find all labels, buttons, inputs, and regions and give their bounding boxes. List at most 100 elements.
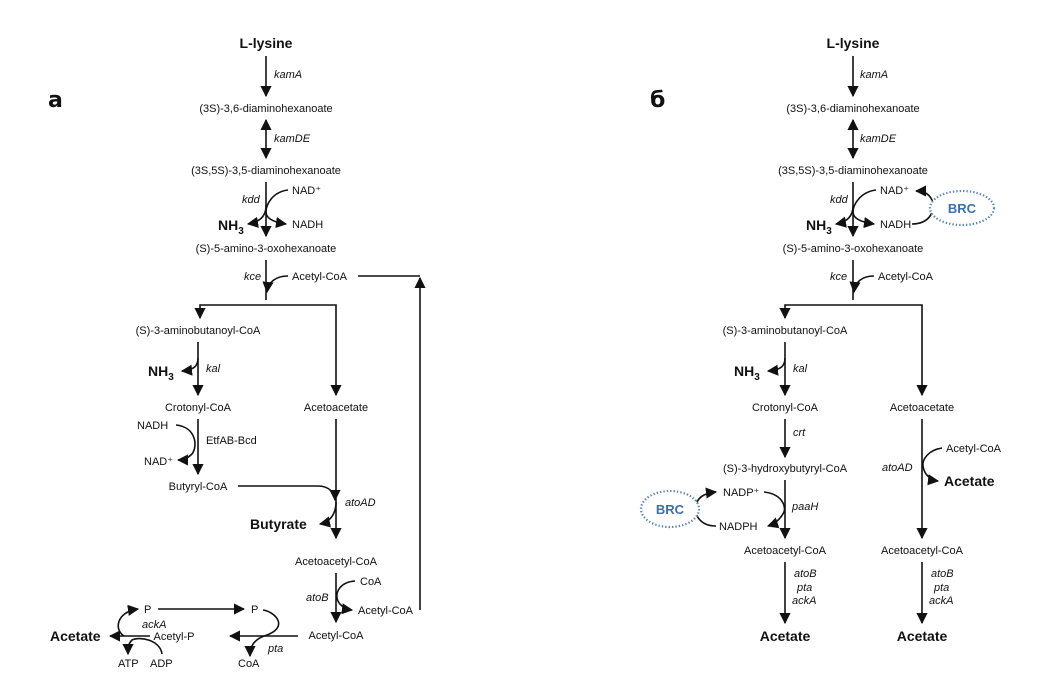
cofactor-nadh-b: NADH [880, 219, 911, 231]
enzyme-right-ackA: ackA [929, 595, 953, 607]
enzyme-kamDE: kamDE [274, 133, 311, 145]
compound-acetoacetyl: Acetoacetyl-CoA [295, 556, 378, 568]
arrow-nh3-release-b [834, 205, 854, 228]
branch-left [194, 304, 266, 320]
cofactor-nh3-2-b: NH3 [734, 363, 760, 383]
enzyme-kamA-b: kamA [860, 69, 888, 81]
brc-ellipse-bottom [639, 489, 701, 529]
compound-acetoacetate-b: Acetoacetate [890, 402, 954, 414]
cofactor-nh3: NH3 [218, 217, 244, 237]
compound-acetoacetyl-right: Acetoacetyl-CoA [881, 545, 964, 557]
cofactor-atp: ATP [118, 658, 139, 670]
compound-acetate: Acetate [50, 628, 101, 644]
compound-amino-oxo-b: (S)-5-amino-3-oxohexanoate [783, 243, 924, 255]
arrow-nh3-kal-b [766, 357, 786, 376]
cofactor-nh3-b: NH3 [806, 217, 832, 237]
panel-a-label: а [48, 88, 63, 113]
cofactor-coa-pta: CoA [238, 658, 260, 670]
cofactor-acetyl-coa-kce: Acetyl-CoA [292, 271, 348, 283]
enzyme-kal: kal [206, 363, 221, 375]
compound-crotonyl: Crotonyl-CoA [165, 402, 232, 414]
enzyme-ackA: ackA [142, 619, 166, 631]
arrow-nad-to-nadh-b [852, 189, 877, 229]
cofactor-nh3-2: NH3 [148, 363, 174, 383]
panel-b-label: б [650, 88, 665, 113]
enzyme-right-atoB: atoB [931, 568, 954, 580]
cofactor-acetyl-coa-atoad: Acetyl-CoA [946, 443, 1002, 455]
cofactor-acetyl-coa-kce-b: Acetyl-CoA [878, 271, 934, 283]
panel-a: а L-lysine kamA (3S)-3,6-diaminohexanoat… [48, 35, 426, 670]
cofactor-nadh-2: NADH [137, 420, 168, 432]
brc-label-bottom: BRC [656, 502, 685, 517]
arrow-nadp-to-nadph [763, 491, 786, 529]
branch-left-b [779, 304, 853, 320]
compound-hydroxybutyryl: (S)-3-hydroxybutyryl-CoA [723, 463, 848, 475]
arrow-acetyl-coa-in [262, 275, 289, 294]
enzyme-kdd: kdd [242, 194, 261, 206]
compound-l-lysine: L-lysine [240, 35, 293, 51]
compound-acetate-left: Acetate [760, 628, 811, 644]
compound-aminobutanoyl: (S)-3-aminobutanoyl-CoA [136, 325, 261, 337]
compound-crotonyl-b: Crotonyl-CoA [752, 402, 819, 414]
enzyme-paaH: paaH [791, 501, 818, 513]
enzyme-kamA: kamA [274, 69, 302, 81]
cofactor-nad-plus-b: NAD⁺ [880, 185, 909, 197]
enzyme-kce: kce [244, 271, 261, 283]
cofactor-nadp-plus: NADP⁺ [723, 487, 760, 499]
enzyme-etf: EtfAB-Bcd [206, 435, 257, 447]
compound-acetoacetyl-left: Acetoacetyl-CoA [744, 545, 827, 557]
cofactor-p1: P [144, 604, 151, 616]
enzyme-kce-b: kce [830, 271, 847, 283]
arrow-adp-to-atp [122, 637, 163, 656]
compound-amino-oxo: (S)-5-amino-3-oxohexanoate [196, 243, 337, 255]
branch-right [266, 304, 342, 397]
cofactor-p2: P [251, 604, 258, 616]
arrow-nh3-kal [180, 357, 199, 376]
compound-acetyl-p: Acetyl-P [154, 631, 195, 643]
arrow-nad-to-nadh [265, 189, 289, 229]
cofactor-acetyl-coa-atob: Acetyl-CoA [358, 605, 414, 617]
cofactor-nad-plus: NAD⁺ [292, 185, 321, 197]
compound-diamino35: (3S,5S)-3,5-diaminohexanoate [191, 165, 341, 177]
arrow-nh3-release [246, 205, 267, 228]
enzyme-left-atoB: atoB [794, 568, 817, 580]
arrow-p-loop [117, 604, 140, 637]
panel-b: б L-lysine kamA (3S)-3,6-diaminohexanoat… [639, 35, 1002, 644]
arrow-nadh-to-nad [175, 424, 196, 466]
cofactor-adp: ADP [150, 658, 173, 670]
enzyme-kamDE-b: kamDE [860, 133, 897, 145]
branch-right-b [853, 304, 928, 397]
brc-label-top: BRC [948, 201, 977, 216]
arrow-acetyl-coa-in-b [849, 275, 875, 294]
compound-acetate-mid: Acetate [944, 473, 995, 489]
enzyme-crt: crt [793, 427, 806, 439]
enzyme-atoAD: atoAD [345, 497, 376, 509]
arrow-acetyl-to-acetate [922, 447, 943, 486]
enzyme-left-pta: pta [796, 582, 812, 594]
cofactor-nad-plus-2: NAD⁺ [144, 456, 173, 468]
enzyme-right-pta: pta [933, 582, 949, 594]
compound-aminobutanoyl-b: (S)-3-aminobutanoyl-CoA [723, 325, 848, 337]
enzyme-kal-b: kal [793, 363, 808, 375]
compound-diamino36: (3S)-3,6-diaminohexanoate [199, 103, 332, 115]
compound-diamino36-b: (3S)-3,6-diaminohexanoate [786, 103, 919, 115]
cofactor-nadh: NADH [292, 219, 323, 231]
compound-diamino35-b: (3S,5S)-3,5-diaminohexanoate [778, 165, 928, 177]
arrow-brc-regen-nad [911, 185, 934, 225]
arrow-butyryl-in [238, 485, 341, 502]
arrow-butyrate-out [318, 501, 337, 528]
compound-acetoacetate: Acetoacetate [304, 402, 368, 414]
enzyme-atoB: atoB [306, 592, 329, 604]
enzyme-pta: pta [267, 643, 283, 655]
arrow-coa-to-acetyl [336, 580, 356, 615]
compound-acetyl-coa: Acetyl-CoA [308, 630, 364, 642]
compound-butyryl: Butyryl-CoA [169, 481, 228, 493]
enzyme-kdd-b: kdd [830, 194, 849, 206]
compound-l-lysine-b: L-lysine [827, 35, 880, 51]
enzyme-left-ackA: ackA [792, 595, 816, 607]
compound-butyrate: Butyrate [250, 516, 307, 532]
cofactor-coa-atob: CoA [360, 576, 382, 588]
brc-ellipse-top [928, 189, 996, 227]
compound-acetate-right: Acetate [897, 628, 948, 644]
